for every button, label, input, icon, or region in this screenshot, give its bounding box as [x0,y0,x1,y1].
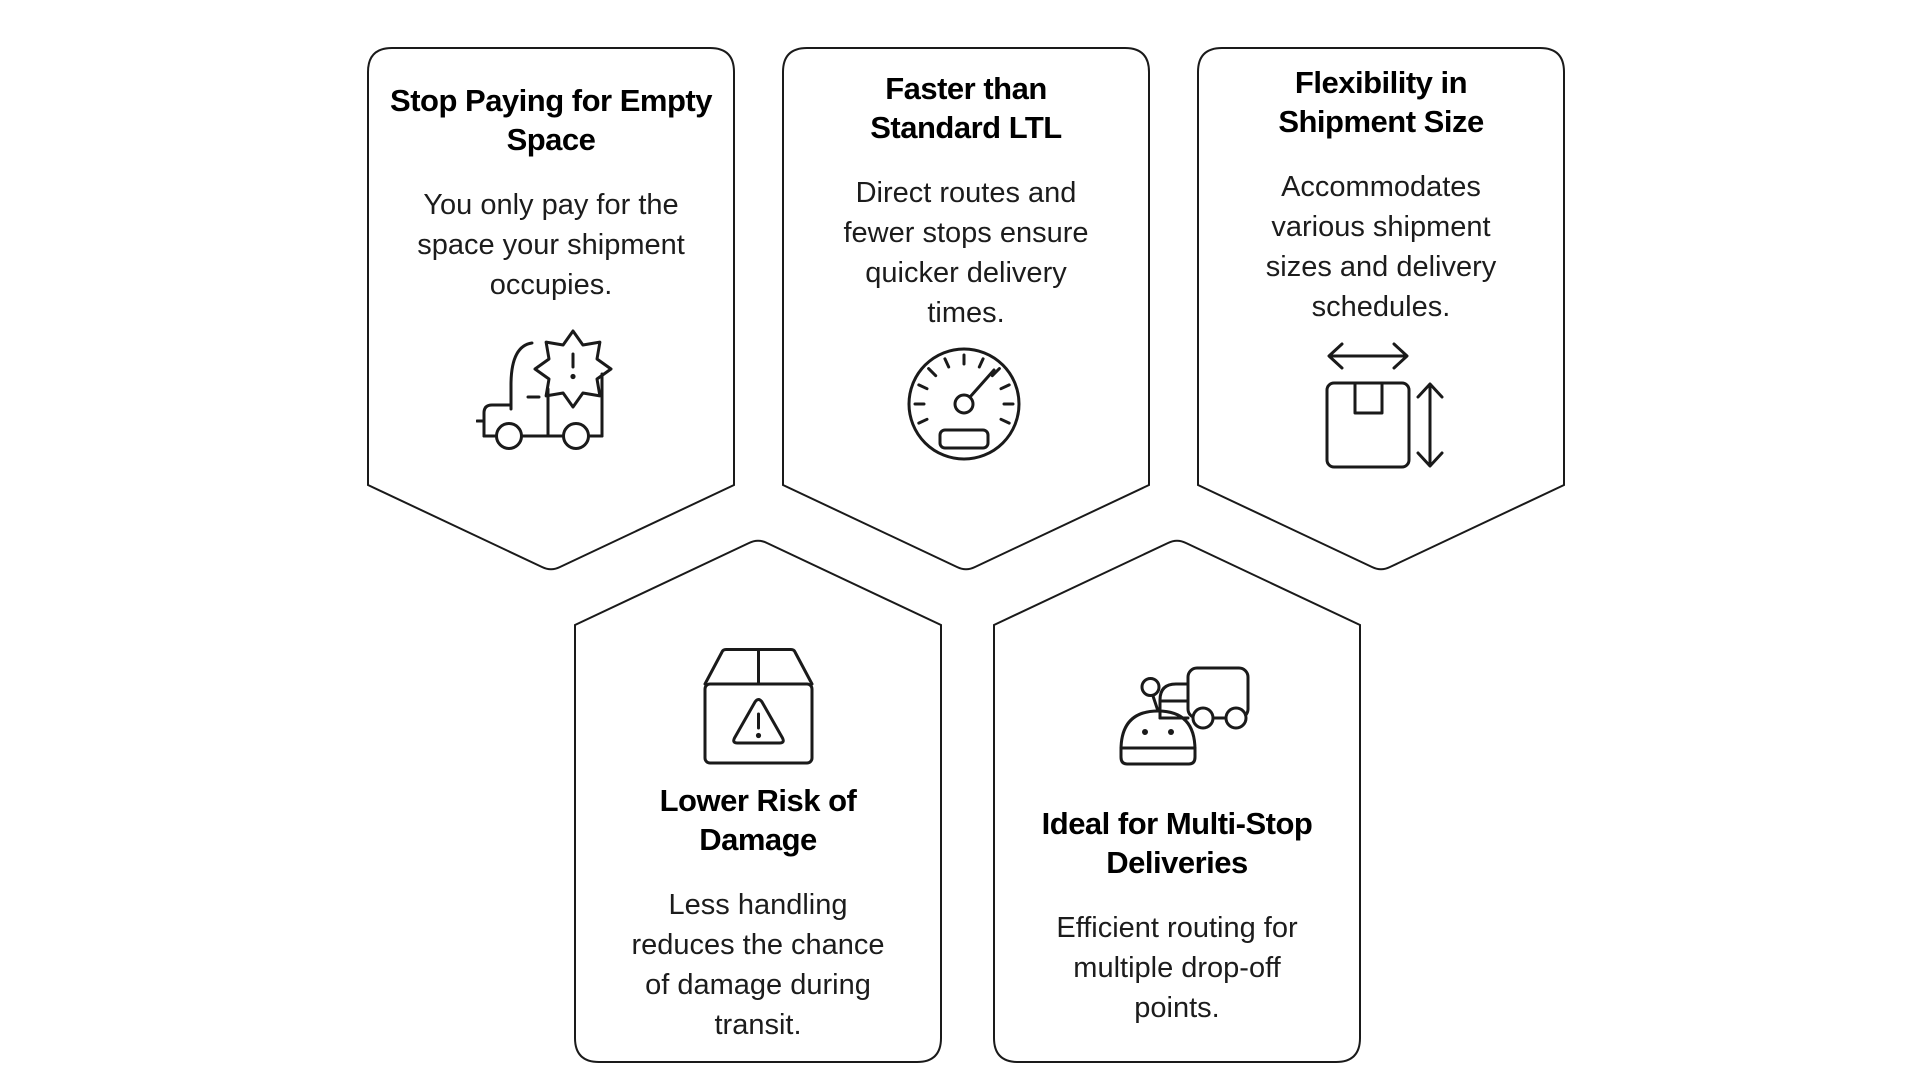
card-body: Efficient routing for multiple drop-off … [1056,908,1297,1028]
card-body: Direct routes and fewer stops ensure qui… [843,173,1088,333]
damaged-package-warning-icon [691,642,826,767]
title-line: Lower Risk of [659,783,857,818]
body-line: quicker delivery [865,256,1067,289]
title-line: Stop Paying for Empty [390,83,712,118]
title-line: Ideal for Multi-Stop [1041,805,1313,841]
card-title: Ideal for Multi-Stop Deliveries [1042,804,1313,882]
card-body: Less handling reduces the chance of dama… [631,885,884,1045]
body-line: schedules. [1311,290,1451,323]
body-line: Efficient routing for [1056,911,1298,944]
body-line: Accommodates [1281,170,1481,203]
body-line: points. [1134,991,1220,1024]
title-line: Space [506,122,596,157]
body-line: You only pay for the [423,189,679,221]
body-line: sizes and delivery [1265,250,1497,283]
badge-outline-pointing-up [574,539,942,1063]
body-line: occupies. [489,269,613,301]
card-title: Flexibility in Shipment Size [1278,63,1484,141]
body-line: Less handling [668,889,848,921]
body-line: various shipment [1271,210,1491,243]
title-line: Flexibility in [1294,64,1468,100]
title-line: Shipment Size [1278,103,1484,139]
card-stop-paying-for-empty-space: Stop Paying for Empty Space You only pay… [367,47,735,571]
title-line: Damage [699,822,817,857]
card-title: Faster than Standard LTL [870,69,1062,147]
body-line: of damage during [645,969,871,1001]
body-line: fewer stops ensure [843,216,1089,249]
body-line: multiple drop-off [1073,951,1281,984]
card-faster-than-standard-ltl: Faster than Standard LTL Direct routes a… [782,47,1150,571]
body-line: times. [927,296,1005,329]
badge-outline-pointing-down [367,47,735,571]
card-body: You only pay for the space your shipment… [417,185,685,305]
badge-outline-pointing-down [1197,47,1565,571]
body-line: space your shipment [417,229,685,261]
body-line: reduces the chance [631,929,885,961]
title-line: Faster than [885,70,1047,106]
truck-alert-icon [476,317,626,452]
title-line: Deliveries [1106,844,1248,880]
badge-outline-pointing-down [782,47,1150,571]
badge-outline-pointing-up [993,539,1361,1063]
card-title: Stop Paying for Empty Space [390,81,712,159]
card-lower-risk-of-damage: Lower Risk of Damage Less handling reduc… [574,539,942,1063]
body-line: transit. [714,1009,802,1041]
card-ideal-for-multi-stop-deliveries: Ideal for Multi-Stop Deliveries Efficien… [993,539,1361,1063]
delivery-robot-truck-icon [1100,660,1255,790]
card-flexibility-in-shipment-size: Flexibility in Shipment Size Accommodate… [1197,47,1565,571]
card-body: Accommodates various shipment sizes and … [1266,167,1497,327]
speedometer-icon [905,345,1027,465]
title-line: Standard LTL [870,109,1062,145]
card-title: Lower Risk of Damage [660,781,857,859]
body-line: Direct routes and [855,176,1077,209]
package-size-arrows-icon [1314,339,1449,471]
